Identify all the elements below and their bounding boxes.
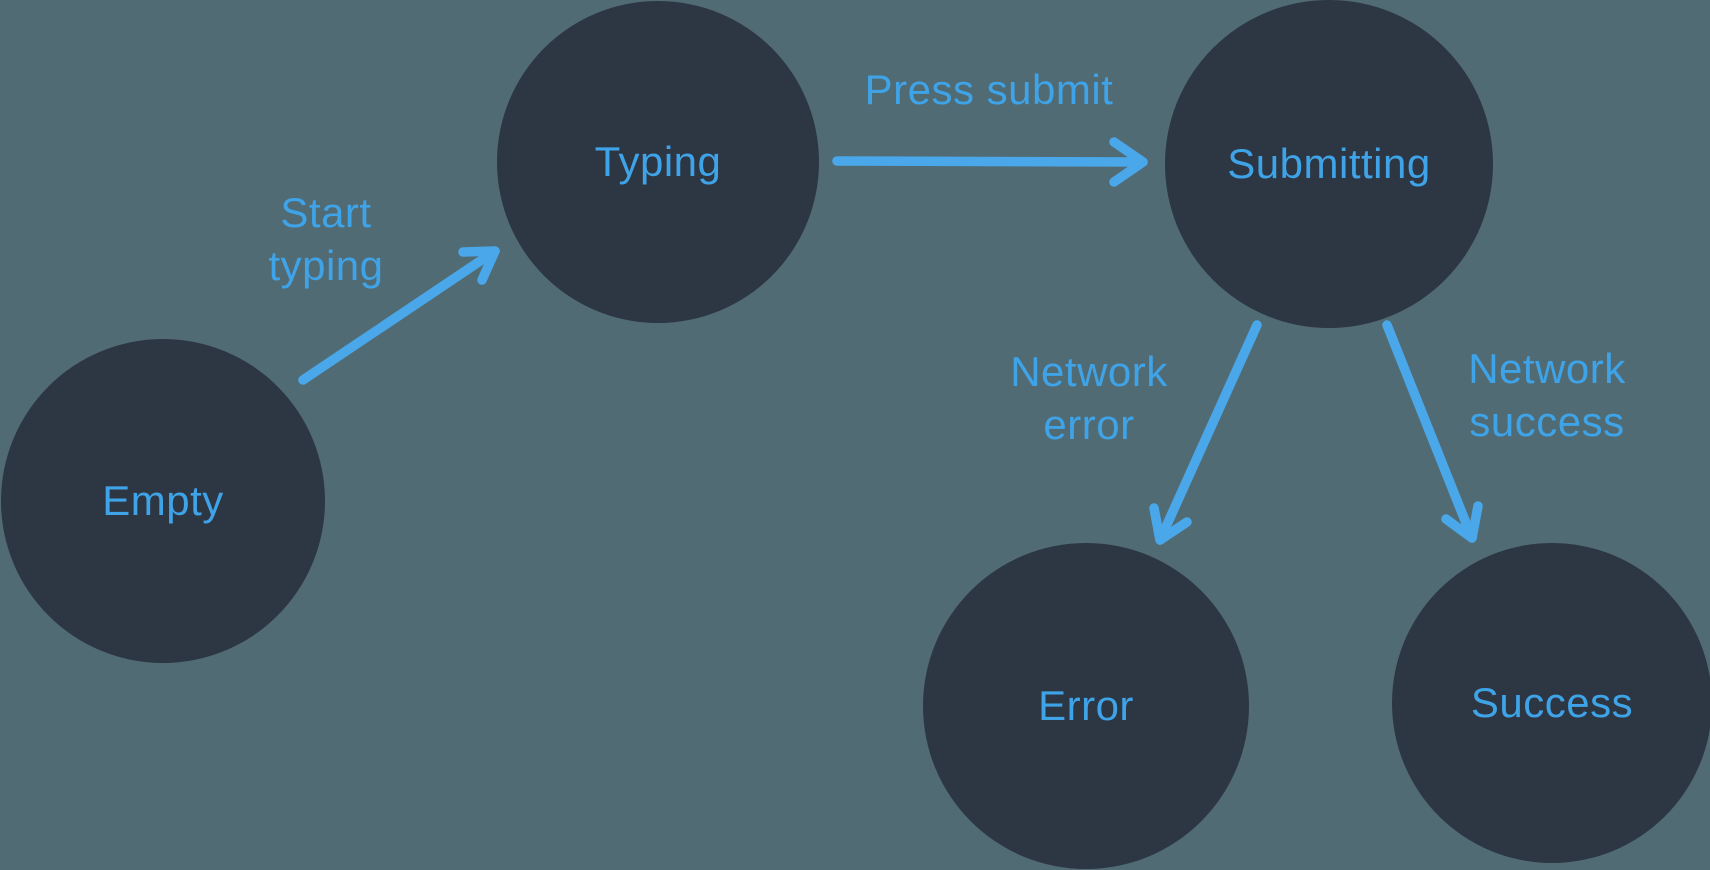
edge-label-network-success: Network success xyxy=(1468,345,1626,445)
state-node-label: Submitting xyxy=(1227,140,1431,187)
state-node-label: Success xyxy=(1470,679,1634,726)
state-node-label: Empty xyxy=(102,477,224,524)
state-node-error: Error xyxy=(923,543,1249,869)
edge-label-network-error: Network error xyxy=(1010,348,1168,448)
state-node-empty: Empty xyxy=(1,339,325,663)
state-node-label: Error xyxy=(1038,682,1134,729)
state-node-label: Typing xyxy=(594,138,722,185)
state-node-typing: Typing xyxy=(497,1,819,323)
state-node-success: Success xyxy=(1392,543,1710,863)
edge-arrow-network-success xyxy=(1382,320,1483,543)
state-node-submitting: Submitting xyxy=(1165,0,1493,328)
edge-label-start-typing: Start typing xyxy=(268,189,384,289)
edge-label-press-submit: Press submit xyxy=(864,66,1114,113)
edge-arrow-start-typing xyxy=(298,246,500,385)
edge-arrow-press-submit xyxy=(832,137,1148,187)
edge-arrow-network-error xyxy=(1149,320,1262,545)
